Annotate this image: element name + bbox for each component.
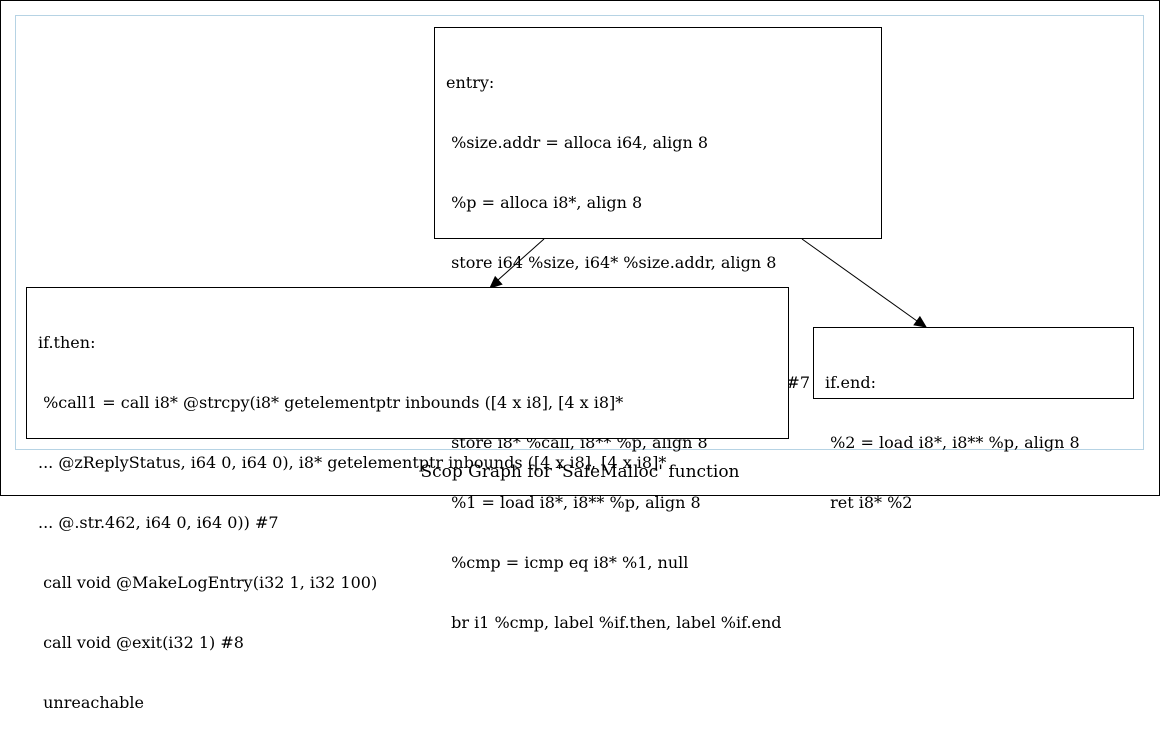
block-line: call void @exit(i32 1) #8 — [38, 633, 244, 652]
block-line: %call1 = call i8* @strcpy(i8* getelement… — [38, 393, 624, 412]
block-line: %size.addr = alloca i64, align 8 — [446, 133, 709, 152]
basic-block-if-end[interactable]: if.end: %2 = load i8*, i8** %p, align 8 … — [813, 327, 1134, 512]
block-line: if.then: — [38, 333, 96, 352]
graph-caption: Scop Graph for 'SafeMalloc' function — [420, 462, 740, 482]
block-line: %p = alloca i8*, align 8 — [446, 193, 643, 212]
block-line: unreachable — [38, 693, 144, 712]
block-line: ... @zReplyStatus, i64 0, i64 0), i8* ge… — [38, 453, 667, 472]
block-line: entry: — [446, 73, 495, 92]
block-line: %1 = load i8*, i8** %p, align 8 — [446, 493, 701, 512]
block-line: if.end: — [825, 373, 876, 392]
block-line: %2 = load i8*, i8** %p, align 8 — [825, 433, 1080, 452]
basic-block-entry[interactable]: entry: %size.addr = alloca i64, align 8 … — [434, 27, 882, 632]
block-line: ret i8* %2 — [825, 493, 913, 512]
block-line: %cmp = icmp eq i8* %1, null — [446, 553, 689, 572]
block-line: store i64 %size, i64* %size.addr, align … — [446, 253, 777, 272]
scop-cluster — [15, 15, 1144, 450]
basic-block-if-then[interactable]: if.then: %call1 = call i8* @strcpy(i8* g… — [26, 287, 789, 712]
block-line: br i1 %cmp, label %if.then, label %if.en… — [446, 613, 782, 632]
block-line: ... @.str.462, i64 0, i64 0)) #7 — [38, 513, 279, 532]
block-line: call void @MakeLogEntry(i32 1, i32 100) — [38, 573, 378, 592]
